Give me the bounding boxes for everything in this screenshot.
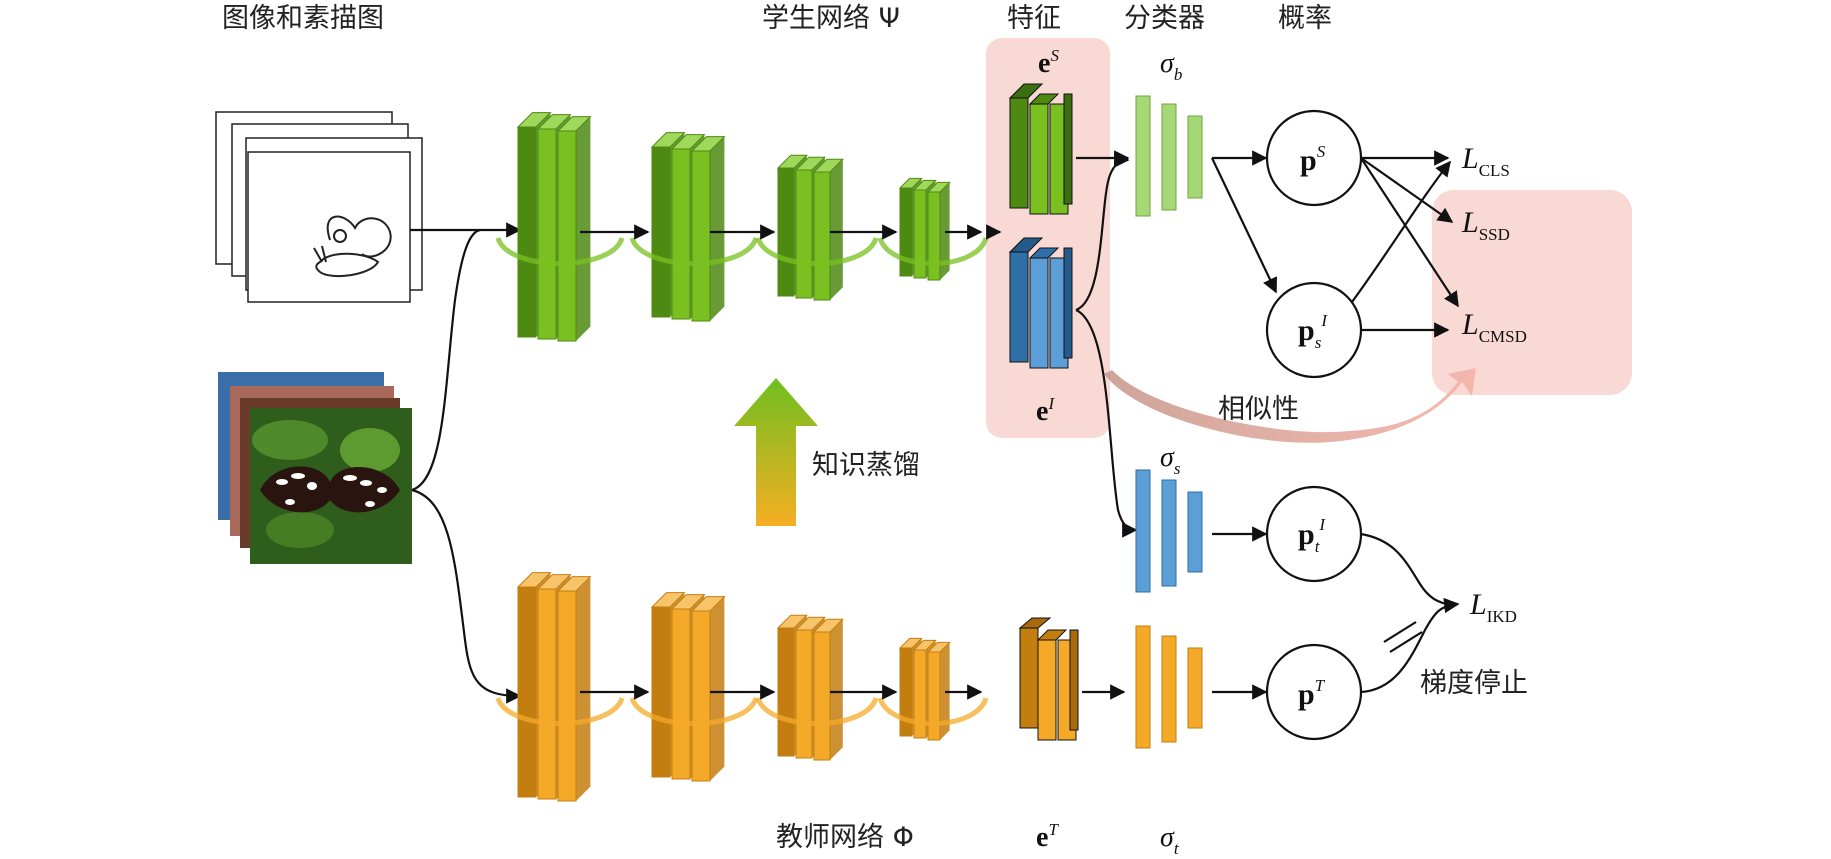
photo-stack [218,372,412,564]
sketch-stack [215,111,423,303]
classifier-label-ss: σs [1160,442,1181,478]
classifier-sigma-t [1135,625,1203,749]
student-stage-1 [495,112,625,342]
similarity-arrow [1104,368,1476,443]
svg-text:pT: pT [1298,676,1326,711]
student-stage-2 [629,132,759,322]
classifier-label-sb: σb [1160,48,1182,84]
distillation-arrow [734,378,818,526]
teacher-stage-2 [629,592,759,782]
header-feature: 特征 [1007,3,1061,34]
distillation-label: 知识蒸馏 [812,450,920,481]
sketch-butterfly-icon [313,215,392,278]
probability-node-ptI: ptI [1265,485,1363,583]
probability-node-pS: pS [1265,109,1363,207]
header-classifier: 分类器 [1124,3,1205,34]
similarity-label: 相似性 [1218,394,1299,425]
teacher-feature-block [1018,617,1079,741]
header-student-network: 学生网络 Ψ [762,3,900,34]
input-connections [410,222,522,704]
loss-label-cls: LCLS [1461,142,1510,180]
photo-butterfly-icon [252,420,400,548]
loss-highlight-box [1432,190,1632,395]
student-sketch-feature-block [1008,83,1073,215]
teacher-stage-1 [495,572,625,802]
teacher-stage-4 [877,637,989,741]
classifier-sigma-s [1135,469,1203,593]
classifier-label-st: σt [1160,822,1180,858]
classifier-to-probability-connections [1211,150,1277,700]
teacher-network-label: 教师网络 Φ [776,822,914,853]
svg-text:eT: eT [1036,820,1059,853]
feature-connections [986,150,1138,700]
feature-label-eI: eI [1036,394,1055,427]
svg-text:psI: psI [1298,311,1328,352]
svg-text:pS: pS [1300,142,1326,177]
loss-connections [1351,150,1460,694]
svg-text:ptI: ptI [1298,515,1326,556]
header-input: 图像和素描图 [222,3,384,34]
stop-gradient-label: 梯度停止 [1420,668,1528,699]
header-probability: 概率 [1278,3,1332,34]
student-network [495,112,989,342]
teacher-stage-3 [755,614,879,761]
svg-text:eI: eI [1036,394,1055,427]
svg-text:eS: eS [1038,46,1059,79]
probability-node-pT: pT [1265,643,1363,741]
loss-label-ssd: LSSD [1461,206,1510,244]
teacher-network [495,572,989,802]
feature-label-eT: eT [1036,820,1059,853]
student-stage-3 [755,154,879,301]
loss-label-cmsd: LCMSD [1461,308,1527,346]
probability-node-psI: psI [1265,281,1363,379]
loss-label-ikd: LIKD [1469,588,1517,626]
feature-label-eS: eS [1038,46,1059,79]
classifier-sigma-b [1135,95,1203,217]
student-stage-4 [877,177,989,281]
student-image-feature-block [1008,237,1073,369]
